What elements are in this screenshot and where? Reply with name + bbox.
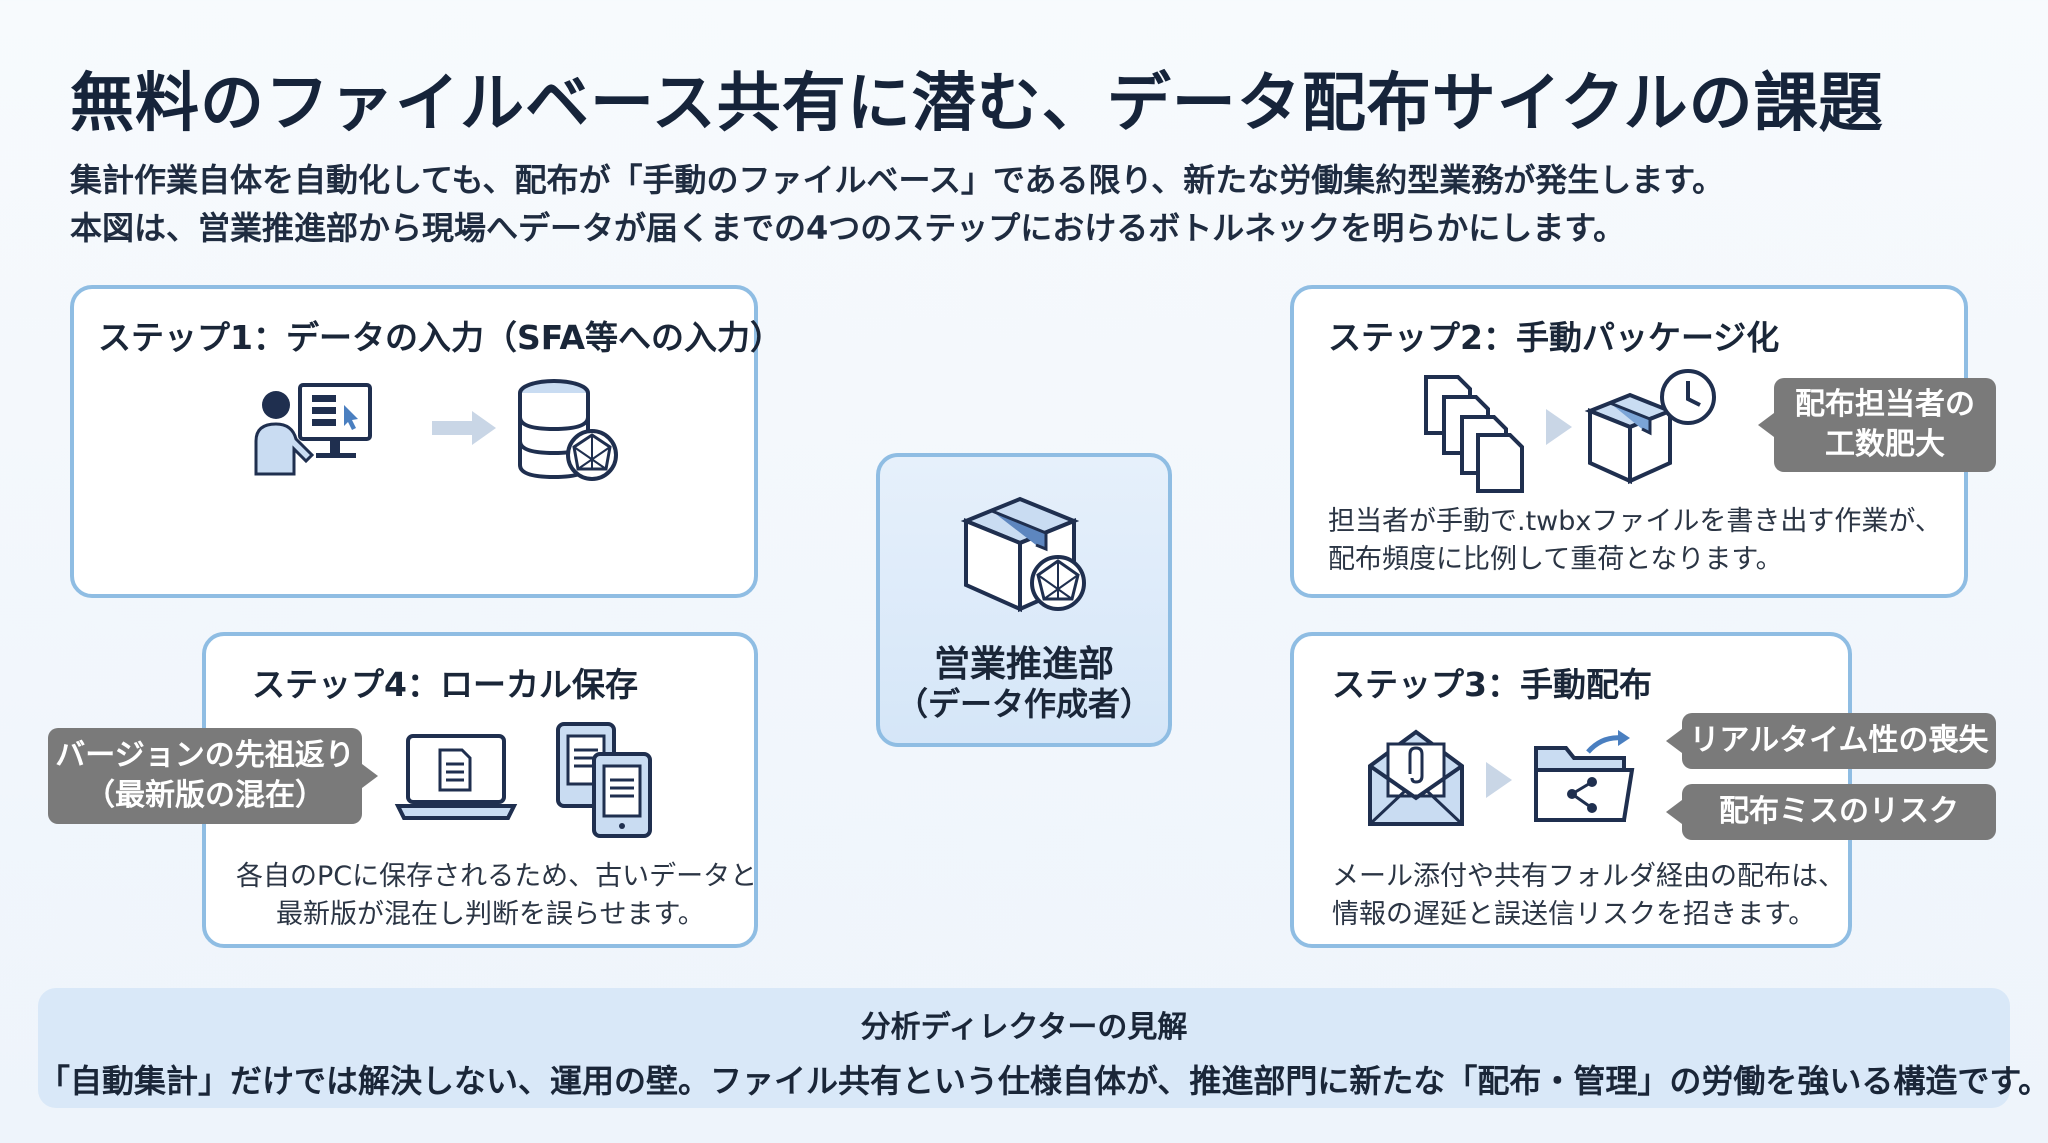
arrow-right-icon <box>1486 762 1512 798</box>
shared-folder-icon <box>1534 730 1635 822</box>
step2-badge-line-2: 工数肥大 <box>1825 427 1945 462</box>
step1-title: ステップ1：データの入力（SFA等への入力） <box>98 318 784 357</box>
step3-card: ステップ3：手動配布 メール添付や共有フォルダ経由の配布は、 情報の遅延と誤送信… <box>1290 632 1852 948</box>
step3-desc-line-1: メール添付や共有フォルダ経由の配布は、 <box>1332 861 1845 892</box>
package-icon <box>960 496 1086 613</box>
step3-title: ステップ3：手動配布 <box>1332 665 1652 704</box>
user-computer-icon <box>254 383 372 476</box>
step4-desc-line-1: 各自のPCに保存されるため、古いデータと <box>236 861 758 892</box>
step2-title: ステップ2：手動パッケージ化 <box>1328 318 1780 357</box>
step2-badge: 配布担当者の 工数肥大 <box>1758 378 1996 472</box>
insight-panel: 分析ディレクターの見解 「自動集計」だけでは解決しない、運用の壁。ファイル共有と… <box>38 988 2048 1108</box>
intro-line-2: 本図は、営業推進部から現場へデータが届くまでの4つのステップにおけるボトルネック… <box>70 209 1626 247</box>
mail-attachment-icon <box>1368 729 1464 826</box>
arrow-right-icon <box>432 411 496 445</box>
step2-badge-line-1: 配布担当者の <box>1795 387 1975 422</box>
step4-badge-line-1: バージョンの先祖返り <box>55 738 355 773</box>
documents-icon <box>1424 375 1524 493</box>
step4-badge-line-2: （最新版の混在） <box>85 778 325 813</box>
step4-badge: バージョンの先祖返り （最新版の混在） <box>48 728 378 824</box>
tablet-icon <box>556 722 652 838</box>
insight-text: 「自動集計」だけでは解決しない、運用の壁。ファイル共有という仕様自体が、推進部門… <box>38 1062 2048 1100</box>
step3-badge-risk: 配布ミスのリスク <box>1666 784 1996 840</box>
intro-line-1: 集計作業自体を自動化しても、配布が「手動のファイルベース」である限り、新たな労働… <box>70 161 1725 199</box>
step3-badge-realtime: リアルタイム性の喪失 <box>1666 713 1996 769</box>
step1-card: ステップ1：データの入力（SFA等への入力） <box>70 285 783 598</box>
laptop-icon <box>394 734 518 820</box>
center-name: 営業推進部 <box>933 644 1114 685</box>
arrow-right-icon <box>1546 409 1572 445</box>
step2-desc-line-2: 配布頻度に比例して重荷となります。 <box>1328 544 1783 575</box>
page-title: 無料のファイルベース共有に潜む、データ配布サイクルの課題 <box>70 67 1884 141</box>
center-node: 営業推進部 （データ作成者） <box>876 453 1172 747</box>
center-role: （データ作成者） <box>895 685 1152 723</box>
database-icon <box>518 379 618 481</box>
step4-title: ステップ4：ローカル保存 <box>252 665 638 704</box>
box-clock-icon <box>1584 369 1716 485</box>
step3-desc-line-2: 情報の遅延と誤送信リスクを招きます。 <box>1332 899 1816 930</box>
insight-heading: 分析ディレクターの見解 <box>860 1010 1188 1045</box>
step2-desc-line-1: 担当者が手動で.twbxファイルを書き出す作業が、 <box>1328 506 1942 537</box>
step4-desc-line-2: 最新版が混在し判断を誤らせます。 <box>276 899 705 930</box>
